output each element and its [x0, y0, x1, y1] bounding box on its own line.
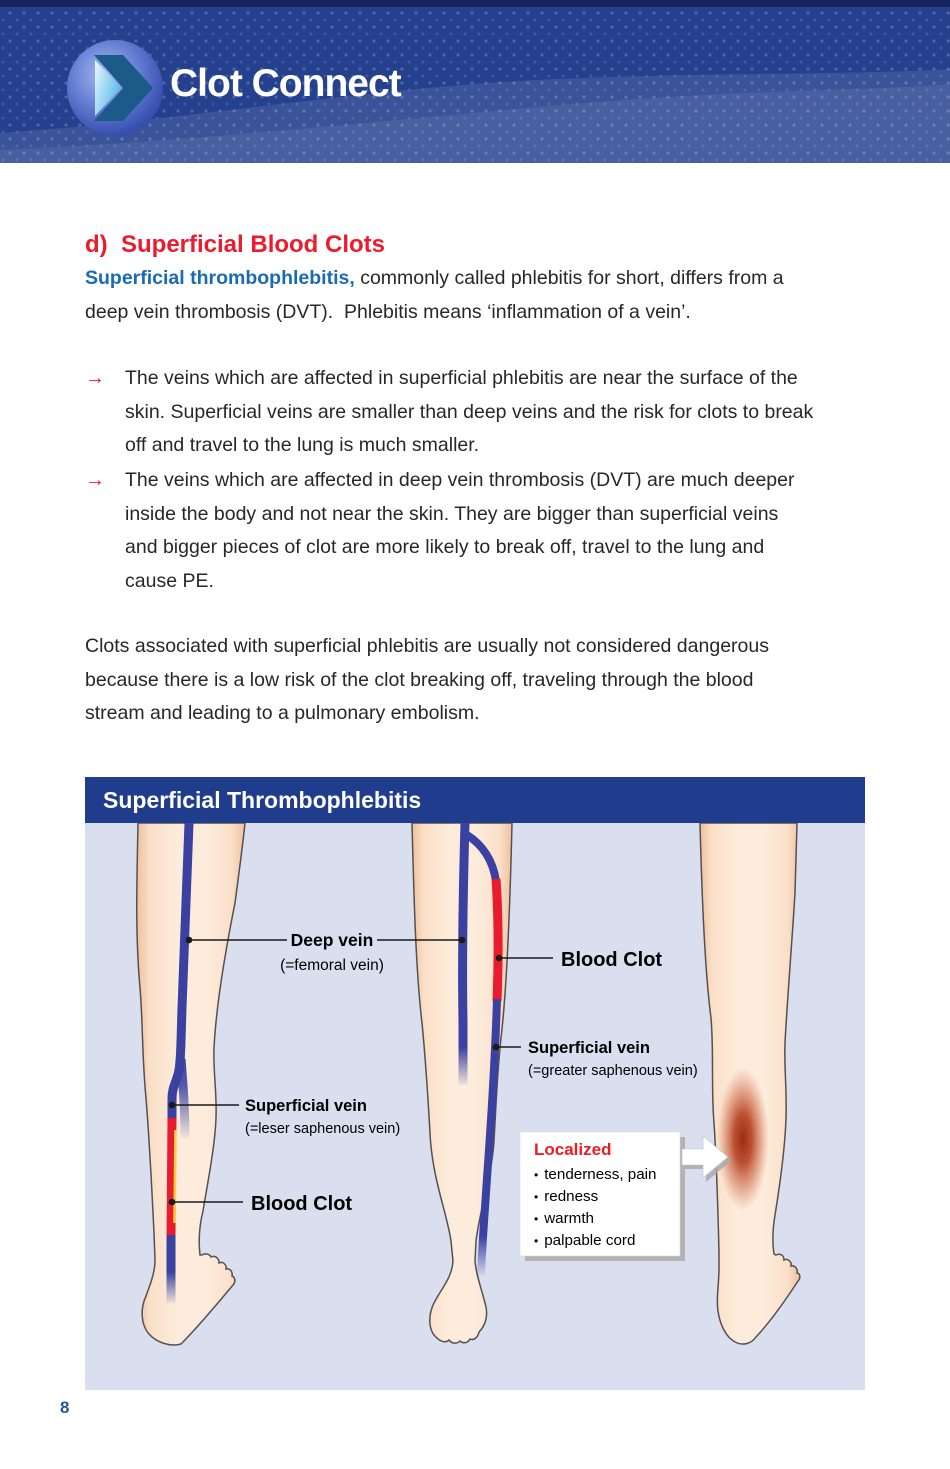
clot-yellow-streak	[173, 1129, 177, 1224]
pointer-dot	[168, 1101, 176, 1109]
closing-paragraph: Clots associated with superficial phlebi…	[85, 635, 769, 724]
intro-paragraph: Superficial thrombophlebitis, commonly c…	[85, 262, 865, 329]
arrow-bullet-icon: →	[85, 469, 105, 491]
intro-rest: commonly called phlebitis for short, dif…	[85, 267, 784, 323]
chevron-arrow-icon	[94, 55, 153, 121]
deep-vein-label: Deep vein	[291, 930, 374, 950]
localized-box	[519, 1131, 681, 1257]
localized-item: tenderness, pain	[544, 1166, 656, 1183]
deep-vein-middle	[458, 822, 470, 1085]
localized-item: palpable cord	[544, 1232, 635, 1249]
localized-item: warmth	[543, 1210, 594, 1227]
legs-illustration: Deep vein (=femoral vein) Superficial ve…	[136, 822, 801, 1346]
svg-text:•warmth: • warmth	[534, 1210, 594, 1227]
intro-lead-term: Superficial thrombophlebitis,	[85, 267, 355, 289]
localized-arrow-icon	[681, 1135, 729, 1179]
bullet-dot: •	[534, 1168, 538, 1182]
blood-clot-left-vein	[166, 1117, 177, 1238]
blood-clot-middle-vein	[491, 878, 503, 1002]
brand-title: Clot Connect	[170, 62, 402, 105]
svg-text:•redness: • redness	[534, 1188, 599, 1205]
bullet-item-deep-vein: → The veins which are affected in deep v…	[85, 464, 865, 598]
pointer-dot	[492, 1043, 500, 1051]
pointer-dot	[458, 936, 466, 944]
bullet-dot: •	[534, 1190, 538, 1204]
figure-body: Deep vein (=femoral vein) Superficial ve…	[85, 822, 865, 1390]
bullet-dot: •	[534, 1212, 538, 1226]
blood-clot-left-label: Blood Clot	[251, 1193, 352, 1215]
blood-clot-right-label: Blood Clot	[561, 949, 662, 971]
header-swoosh-graphic	[0, 69, 950, 163]
left-leg	[136, 822, 246, 1346]
superficial-vein-left-sublabel: (=leser saphenous vein)	[245, 1121, 400, 1137]
page-number: 8	[60, 1398, 70, 1417]
pointer-dot	[185, 936, 193, 944]
bullet-dot: •	[534, 1234, 538, 1248]
superficial-vein-mid-label: Superficial vein	[528, 1039, 650, 1057]
header-top-strip	[0, 0, 950, 7]
localized-item: redness	[544, 1188, 598, 1205]
localized-title: Localized	[534, 1140, 611, 1159]
deep-vein-left	[167, 822, 194, 1120]
svg-text:•tenderness, pain: • tenderness, pain	[534, 1166, 657, 1183]
page-header-banner: Clot Connect	[0, 0, 950, 163]
bullet-item-superficial: → The veins which are affected in superf…	[85, 362, 865, 463]
clot-connect-logo	[67, 40, 163, 136]
superficial-vein-middle-upper	[464, 831, 500, 882]
svg-text:•palpable cord: • palpable cord	[534, 1232, 635, 1249]
figure-title: Superficial Thrombophlebitis	[103, 786, 422, 813]
thrombophlebitis-figure: Superficial Thrombophlebitis	[85, 777, 865, 1390]
bullet-text: The veins which are affected in deep vei…	[125, 469, 795, 592]
section-heading: d) Superficial Blood Clots	[85, 231, 386, 258]
pointer-dot	[495, 954, 503, 962]
superficial-vein-left-label: Superficial vein	[245, 1097, 367, 1115]
pointer-dot	[168, 1198, 176, 1206]
arrow-bullet-icon: →	[85, 367, 105, 389]
superficial-vein-mid-sublabel: (=greater saphenous vein)	[528, 1063, 698, 1079]
deep-vein-sublabel: (=femoral vein)	[280, 957, 384, 974]
figure-title-bar: Superficial Thrombophlebitis	[85, 777, 865, 823]
bullet-text: The veins which are affected in superfic…	[125, 367, 814, 456]
inflammation-red-area	[717, 1067, 769, 1211]
